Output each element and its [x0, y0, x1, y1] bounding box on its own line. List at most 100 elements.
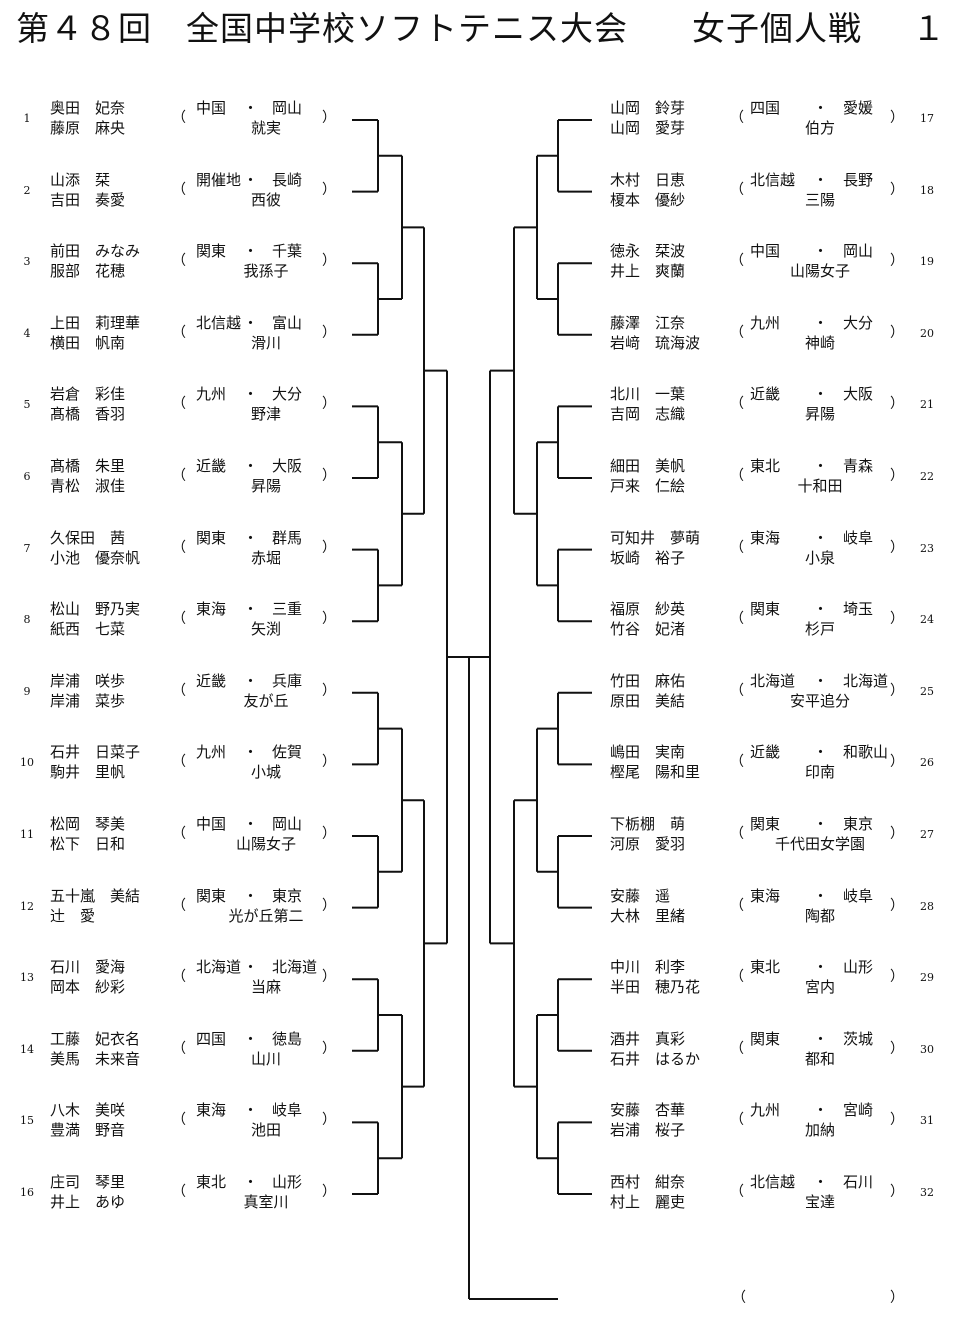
entry-number: 6 [23, 470, 31, 483]
open-paren: （ [172, 682, 186, 699]
final-close-paren: ） [890, 1290, 904, 1306]
school-name: 印南 [804, 763, 835, 782]
entry-number: 32 [920, 1186, 934, 1199]
open-paren: （ [172, 324, 186, 341]
entry-number: 13 [20, 971, 34, 985]
school-name: 杉戸 [804, 620, 835, 639]
school-name: 就実 [250, 119, 281, 137]
prefecture-label: 岐阜 [272, 1101, 303, 1120]
region-label: 四国 [196, 1029, 227, 1048]
prefecture-label: 大分 [272, 385, 303, 404]
entry-number: 15 [20, 1114, 34, 1128]
separator-dot: ・ [813, 528, 829, 547]
entry-number: 21 [920, 398, 934, 412]
entry-number: 16 [20, 1186, 34, 1199]
player-name: 藤原 麻央 [50, 119, 126, 137]
entry-number: 8 [23, 613, 31, 627]
close-paren: ） [322, 754, 336, 771]
close-paren: ） [890, 1040, 904, 1057]
school-name: 千代田女学園 [774, 835, 865, 853]
entry-number: 26 [920, 756, 934, 770]
separator-dot: ・ [243, 170, 259, 189]
event-title: 女子個人戦 [692, 9, 862, 48]
player-name: 下栃棚 萌 [610, 815, 686, 833]
close-paren: ） [322, 396, 336, 413]
open-paren: （ [172, 1184, 186, 1200]
open-paren: （ [730, 754, 744, 771]
school-name: 加納 [804, 1121, 835, 1140]
prefecture-label: 宮崎 [843, 1101, 874, 1120]
player-name: 福原 紗英 [610, 600, 686, 619]
region-label: 東北 [750, 457, 781, 475]
separator-dot: ・ [243, 313, 259, 332]
open-paren: （ [730, 110, 744, 126]
player-name: 工藤 妃衣名 [50, 1029, 141, 1048]
player-name: 服部 花穂 [50, 262, 126, 281]
entry-number: 11 [20, 828, 34, 841]
close-paren: ） [890, 468, 904, 484]
player-name: 岩倉 彩佳 [50, 385, 126, 404]
player-name: 竹谷 妃渚 [610, 620, 686, 639]
entry-number: 24 [920, 613, 934, 627]
open-paren: （ [172, 539, 186, 556]
player-name: 上田 莉理華 [50, 313, 141, 332]
separator-dot: ・ [813, 958, 829, 977]
open-paren: （ [730, 1112, 744, 1129]
prefecture-label: 山形 [843, 958, 874, 977]
open-paren: （ [172, 969, 186, 986]
entry-number: 28 [920, 899, 934, 913]
entry-number: 20 [920, 326, 934, 340]
school-name: 池田 [250, 1121, 281, 1140]
separator-dot: ・ [813, 815, 829, 833]
prefecture-label: 北海道 [272, 958, 318, 977]
player-name: 松山 野乃実 [50, 600, 141, 619]
player-name: 髙橋 香羽 [50, 405, 126, 424]
school-name: 西彼 [250, 190, 281, 209]
school-name: 陶都 [804, 906, 835, 925]
region-label: 九州 [750, 313, 781, 332]
prefecture-label: 大阪 [272, 457, 303, 475]
school-name: 昇陽 [250, 477, 281, 495]
entry-number: 7 [23, 541, 31, 555]
player-name: 可知井 夢萌 [610, 528, 701, 547]
player-name: 原田 美結 [610, 691, 686, 710]
open-paren: （ [730, 969, 744, 986]
player-name: 岩浦 桜子 [610, 1121, 686, 1140]
player-name: 岸浦 咲歩 [50, 671, 126, 690]
prefecture-label: 和歌山 [843, 743, 889, 762]
prefecture-label: 愛媛 [843, 99, 874, 117]
prefecture-label: 群馬 [272, 528, 303, 547]
entry-number: 12 [20, 899, 34, 913]
region-label: 北信越 [750, 170, 796, 189]
prefecture-label: 岡山 [272, 99, 303, 117]
region-label: 九州 [196, 385, 227, 404]
school-name: 昇陽 [804, 405, 835, 424]
region-label: 四国 [750, 99, 781, 117]
player-name: 坂崎 裕子 [610, 548, 686, 567]
school-name: 友が丘 [243, 691, 289, 710]
prefecture-label: 茨城 [843, 1029, 874, 1048]
open-paren: （ [730, 682, 744, 699]
close-paren: ） [322, 181, 336, 198]
region-label: 北海道 [750, 671, 796, 690]
school-name: 宝達 [804, 1193, 835, 1211]
player-name: 藤澤 江奈 [610, 313, 686, 332]
school-name: 都和 [804, 1049, 835, 1068]
prefecture-label: 石川 [843, 1173, 874, 1191]
player-name: 木村 日恵 [610, 170, 686, 189]
player-name: 大林 里緒 [610, 906, 686, 925]
separator-dot: ・ [813, 1029, 829, 1048]
player-name: 山岡 愛芽 [610, 119, 686, 137]
close-paren: ） [322, 110, 336, 126]
open-paren: （ [172, 181, 186, 198]
